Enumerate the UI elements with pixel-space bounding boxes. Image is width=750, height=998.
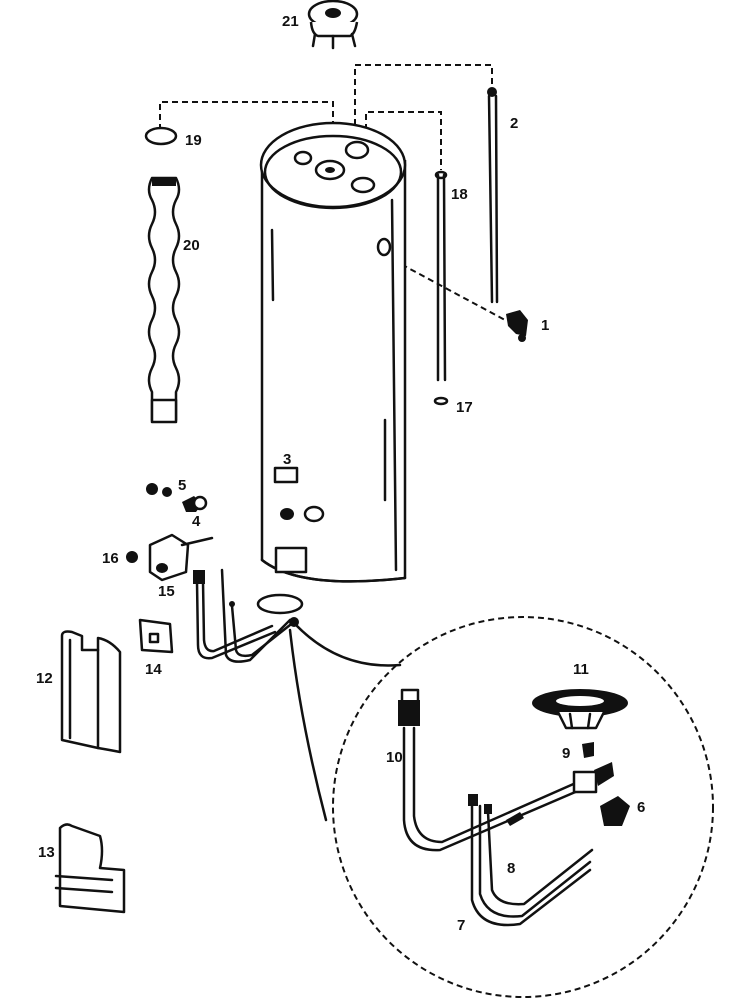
part-20-flue-baffle bbox=[147, 176, 181, 424]
part-11-burner bbox=[532, 689, 628, 730]
part-12-outer-door bbox=[60, 630, 122, 754]
part-16-knob bbox=[126, 551, 138, 563]
callout-11: 11 bbox=[573, 661, 589, 678]
part-18-dip-tube bbox=[434, 170, 448, 382]
callout-7: 7 bbox=[457, 917, 465, 934]
callout-labels: 1 2 3 4 5 6 7 8 9 10 11 12 13 14 15 16 1… bbox=[36, 13, 645, 934]
callout-4: 4 bbox=[192, 513, 201, 530]
part-1-drain-valve bbox=[506, 310, 528, 342]
part-5-nut bbox=[146, 483, 172, 497]
part-9-orifice bbox=[582, 742, 594, 758]
part-2-anode-rod bbox=[487, 87, 499, 304]
part-4-fitting bbox=[182, 495, 208, 512]
callout-21: 21 bbox=[282, 13, 299, 30]
callout-3: 3 bbox=[283, 451, 291, 468]
part-14-plate bbox=[138, 618, 174, 654]
part-15-gas-control bbox=[148, 533, 214, 582]
callout-2: 2 bbox=[510, 115, 518, 132]
part-6-pilot-assembly bbox=[572, 762, 630, 826]
callout-14: 14 bbox=[145, 661, 162, 678]
callout-17: 17 bbox=[456, 399, 473, 416]
callout-12: 12 bbox=[36, 670, 53, 687]
part-13-inner-door bbox=[54, 823, 126, 914]
part-7-pilot-tube bbox=[468, 794, 592, 927]
part-10-manifold-tube bbox=[398, 688, 582, 852]
callout-16: 16 bbox=[102, 550, 119, 567]
callout-10: 10 bbox=[386, 749, 403, 766]
callout-9: 9 bbox=[562, 745, 570, 762]
part-17-washer bbox=[433, 396, 449, 406]
callout-6: 6 bbox=[637, 799, 645, 816]
detail-callout-circle bbox=[288, 616, 714, 998]
part-8-thermocouple bbox=[484, 804, 594, 906]
water-heater-tank bbox=[259, 121, 407, 583]
callout-15: 15 bbox=[158, 583, 175, 600]
callout-19: 19 bbox=[185, 132, 202, 149]
burner-assembly bbox=[193, 568, 304, 663]
part-21-cap bbox=[307, 0, 359, 50]
part-19-washer bbox=[144, 126, 178, 146]
callout-20: 20 bbox=[183, 237, 200, 254]
callout-18: 18 bbox=[451, 186, 468, 203]
callout-5: 5 bbox=[178, 477, 186, 494]
callout-13: 13 bbox=[38, 844, 55, 861]
callout-8: 8 bbox=[507, 860, 515, 877]
callout-1: 1 bbox=[541, 317, 549, 334]
